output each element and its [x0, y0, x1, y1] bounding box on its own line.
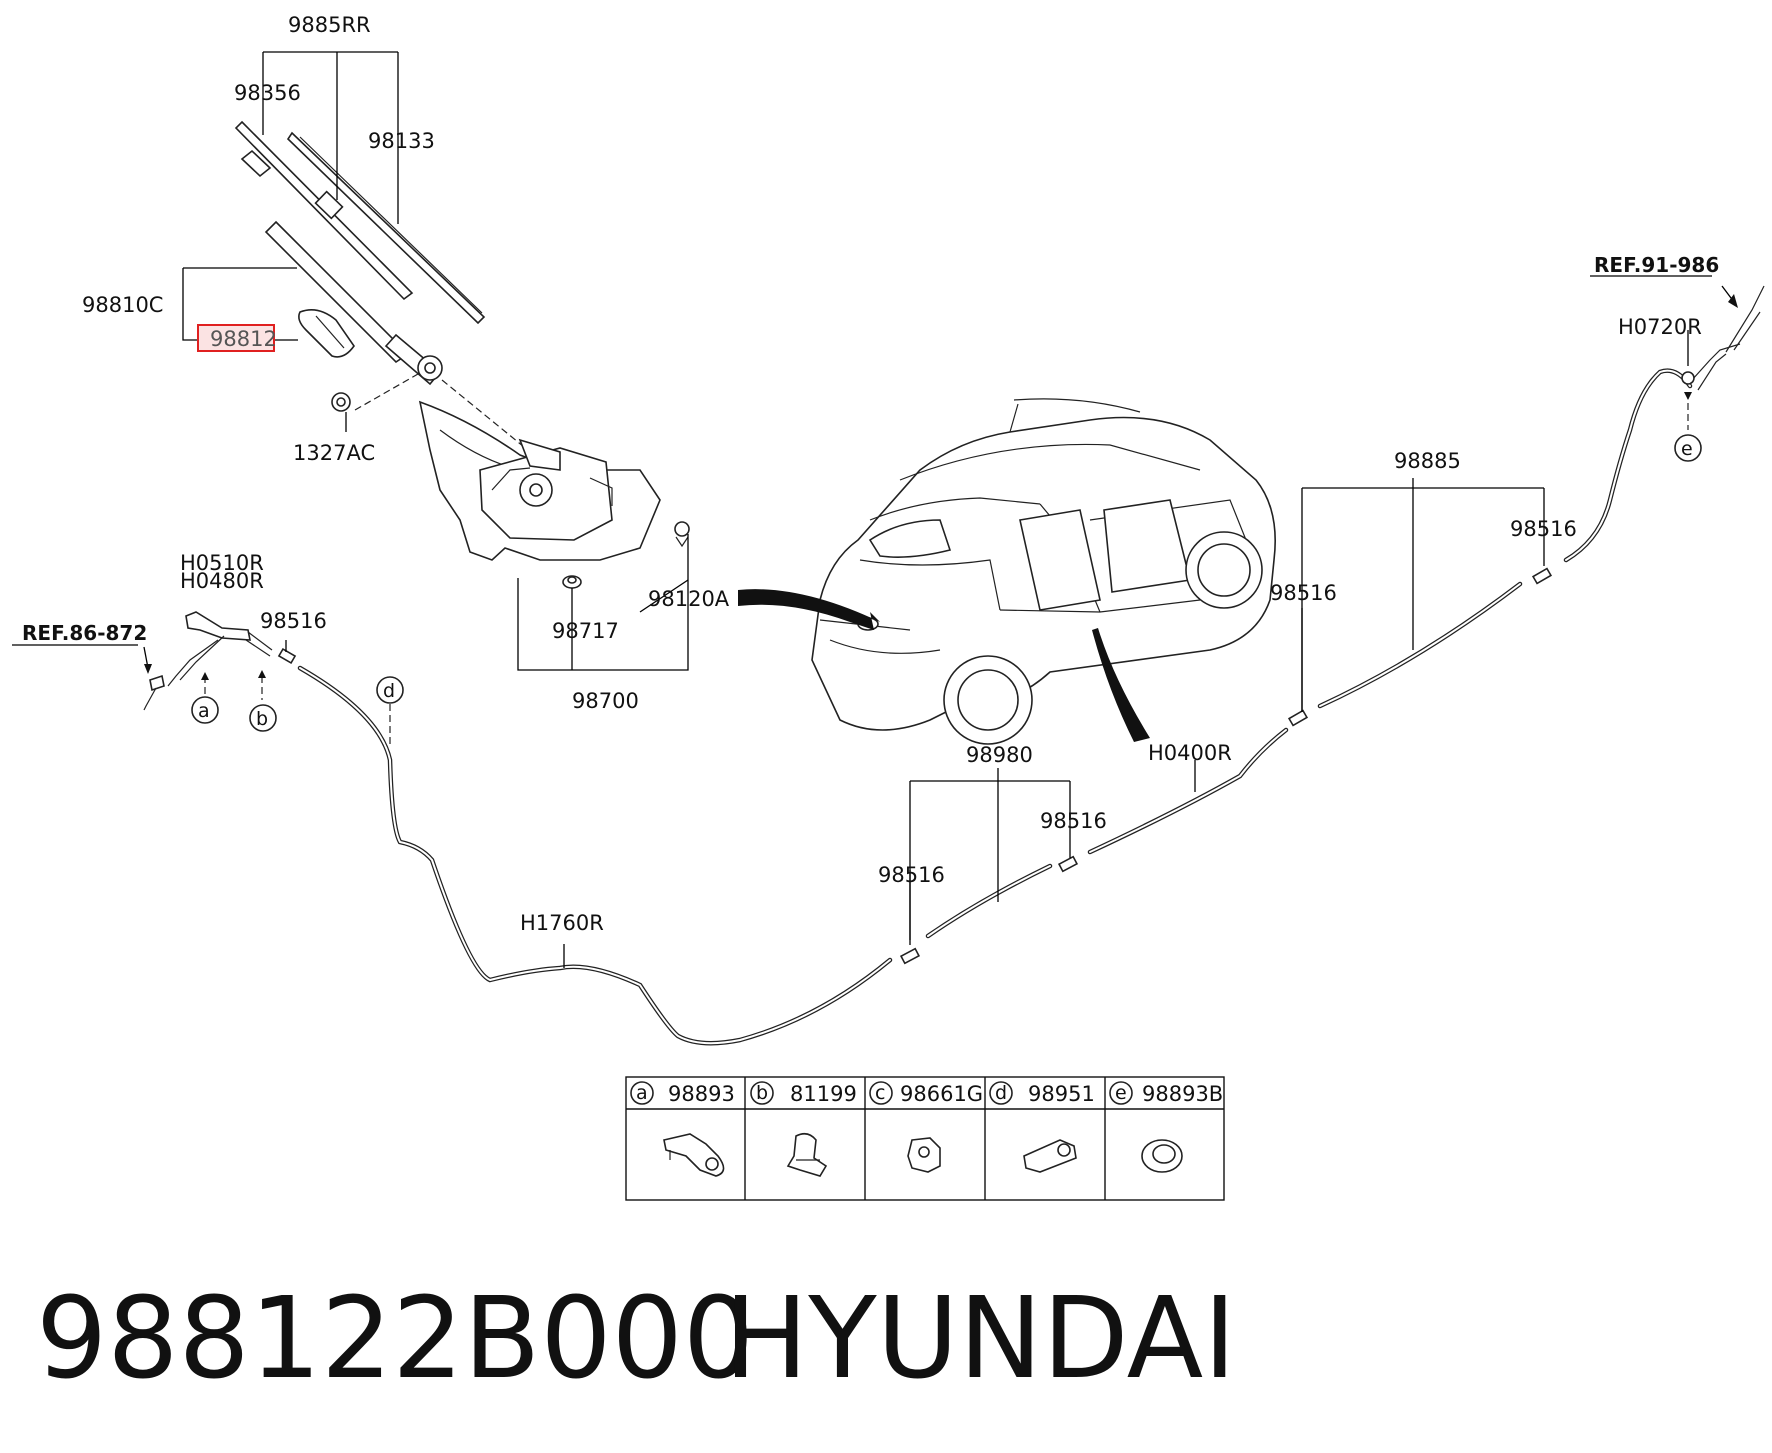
vehicle-illustration [811, 398, 1276, 745]
clip-81199-icon [786, 1132, 828, 1177]
clip-98951-icon [1023, 1139, 1077, 1173]
legend-a-part[interactable]: 98893 [668, 1082, 735, 1106]
callout-e[interactable]: e [1681, 438, 1693, 460]
clip-98661g-icon [907, 1137, 941, 1173]
caption-part-number: 988122B000 [36, 1274, 754, 1404]
callout-circles: a b d e [191, 434, 1702, 732]
label-1327ac[interactable]: 1327AC [293, 441, 375, 465]
right-hose-system [899, 285, 1765, 965]
label-9885rr[interactable]: 9885RR [288, 13, 371, 37]
wiper-assembly [234, 120, 690, 589]
label-98516-r3[interactable]: 98516 [1040, 809, 1107, 833]
fastener-legend-table: a 98893 b 81199 c 98661G d 98951 e 98893… [625, 1076, 1225, 1201]
label-h1760r[interactable]: H1760R [520, 911, 604, 935]
label-98516-r2[interactable]: 98516 [1270, 581, 1337, 605]
legend-b-part[interactable]: 81199 [790, 1082, 857, 1106]
legend-e-letter: e [1115, 1082, 1127, 1104]
highlight-box-98812[interactable] [197, 324, 275, 352]
label-98516-r4[interactable]: 98516 [878, 863, 945, 887]
left-hose-system [143, 611, 893, 1046]
label-h0480r[interactable]: H0480R [180, 569, 264, 593]
label-98885[interactable]: 98885 [1394, 449, 1461, 473]
hose-leaders [909, 330, 1689, 945]
label-h0510r[interactable]: H0510R [180, 551, 264, 575]
label-h0400r[interactable]: H0400R [1148, 741, 1232, 765]
legend-c-part[interactable]: 98661G [900, 1082, 983, 1106]
label-98356[interactable]: 98356 [234, 81, 301, 105]
label-98133[interactable]: 98133 [368, 129, 435, 153]
label-98812[interactable]: 98812 [210, 327, 277, 351]
pointer-arrows [738, 589, 1150, 742]
wiper-leaders [182, 51, 689, 671]
label-ref-91-986[interactable]: REF.91-986 [1594, 253, 1719, 277]
caption-brand: HYUNDAI [724, 1274, 1236, 1404]
legend-d-letter: d [995, 1082, 1007, 1104]
legend-c-letter: c [875, 1082, 885, 1104]
clip-98893-icon [663, 1133, 725, 1177]
label-98700[interactable]: 98700 [572, 689, 639, 713]
callout-d[interactable]: d [383, 680, 395, 702]
legend-e-part[interactable]: 98893B [1142, 1082, 1223, 1106]
label-98717[interactable]: 98717 [552, 619, 619, 643]
callout-d-circle [376, 676, 404, 704]
callout-a-circle [191, 696, 219, 724]
legend-a-letter: a [636, 1082, 648, 1104]
callout-e-circle [1674, 434, 1702, 462]
label-98516-r1[interactable]: 98516 [1510, 517, 1577, 541]
legend-d-part[interactable]: 98951 [1028, 1082, 1095, 1106]
grommet-98893b-icon [1141, 1139, 1183, 1173]
legend-b-letter: b [756, 1082, 768, 1104]
label-ref-86-872[interactable]: REF.86-872 [22, 621, 147, 645]
label-98980[interactable]: 98980 [966, 743, 1033, 767]
callout-b[interactable]: b [256, 708, 268, 730]
label-h0720r[interactable]: H0720R [1618, 315, 1702, 339]
label-98120a[interactable]: 98120A [648, 587, 730, 611]
label-98516-left[interactable]: 98516 [260, 609, 327, 633]
label-98810c[interactable]: 98810C [82, 293, 163, 317]
callout-b-circle [249, 704, 277, 732]
callout-a[interactable]: a [198, 700, 210, 722]
part-labels: 9885RR 98356 98133 98810C 98812 1327AC 9… [22, 13, 1719, 935]
